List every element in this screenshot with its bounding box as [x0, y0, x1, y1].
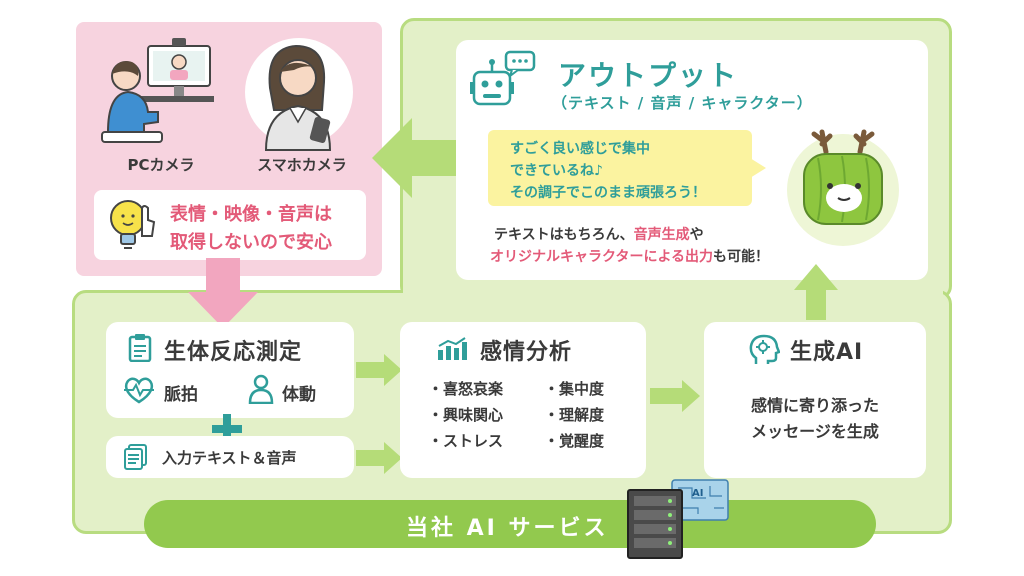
- speech-bubble-tail: [750, 158, 766, 178]
- speech-line1: すごく良い感じで集中: [510, 141, 650, 157]
- heartbeat-icon: [122, 376, 156, 404]
- ai-head-icon: [748, 334, 780, 366]
- pink-down-arrow: [186, 258, 260, 330]
- emotion-item: ・興味関心: [428, 406, 504, 424]
- genai-line2: メッセージを生成: [751, 422, 879, 441]
- text-input-label: 入力テキスト＆音声: [162, 449, 297, 467]
- document-icon: [124, 444, 148, 470]
- emotion-items-right: ・集中度 ・理解度 ・覚醒度: [544, 378, 604, 456]
- body-motion-label: 体動: [282, 385, 316, 405]
- genai-line1: 感情に寄り添った: [750, 396, 879, 415]
- output-subtitle: （テキスト / 音声 / キャラクター）: [552, 94, 813, 112]
- emotion-title: 感情分析: [480, 340, 573, 365]
- generative-ai-card: 生成AI 感情に寄り添った メッセージを生成: [704, 322, 926, 478]
- speech-bubble: すごく良い感じで集中 できているね♪ その調子でこのまま頑張ろう！: [488, 130, 752, 206]
- emotion-analysis-card: 感情分析 ・喜怒哀楽 ・興味関心 ・ストレス ・集中度 ・理解度 ・覚醒度: [400, 322, 646, 478]
- output-note-line1-b: 音声生成: [633, 227, 690, 243]
- privacy-note: 表情・映像・音声は 取得しないので安心: [94, 190, 366, 260]
- output-note-line1-a: テキストはもちろん、: [494, 227, 634, 243]
- robot-icon: [470, 50, 536, 108]
- genai-to-output-arrow: [792, 264, 840, 320]
- output-title: アウトプット: [558, 59, 739, 92]
- output-note-line1-c: や: [689, 227, 704, 243]
- smartphone-camera-label: スマホカメラ: [257, 156, 347, 174]
- output-note-line2-b: も可能！: [713, 249, 770, 265]
- genai-title: 生成AI: [790, 340, 864, 365]
- emotion-item: ・集中度: [544, 380, 605, 398]
- lightbulb-icon: [106, 196, 158, 254]
- output-note-line2: オリジナルキャラクターによる出力も可能！: [490, 246, 769, 266]
- plus-icon: [212, 414, 242, 444]
- output-note-line1: テキストはもちろん、音声生成や: [494, 224, 704, 244]
- service-label: 当社 AI サービス: [406, 516, 609, 541]
- biometric-title: 生体反応測定: [164, 340, 303, 365]
- person-icon: [248, 374, 274, 404]
- pc-camera-illustration: [98, 32, 216, 152]
- output-note-line2-a: オリジナルキャラクターによる出力: [490, 249, 714, 265]
- frame-seam: [403, 284, 943, 298]
- emotion-item: ・理解度: [544, 406, 605, 424]
- emotion-items-left: ・喜怒哀楽 ・興味関心 ・ストレス: [428, 378, 503, 456]
- bar-chart-icon: [436, 336, 468, 362]
- mascot-character: [778, 118, 908, 248]
- emotion-to-genai-arrow: [650, 380, 702, 412]
- clipboard-icon: [128, 334, 152, 362]
- biometric-to-emotion-arrow: [356, 354, 404, 386]
- output-card: アウトプット （テキスト / 音声 / キャラクター） すごく良い感じで集中 で…: [456, 40, 928, 280]
- service-bar: 当社 AI サービス: [144, 500, 876, 548]
- emotion-item: ・喜怒哀楽: [428, 380, 504, 398]
- speech-line3: その調子でこのまま頑張ろう！: [510, 185, 706, 201]
- privacy-note-line1: 表情・映像・音声は: [170, 204, 332, 225]
- biometric-card: 生体反応測定 脈拍 体動: [106, 322, 354, 418]
- pc-camera-label: PCカメラ: [127, 156, 195, 174]
- input-panel: PCカメラ スマホカメラ 表情・映像・音声は 取得しないので安心: [76, 22, 382, 276]
- server-ai-badge: AI: [692, 488, 704, 499]
- output-to-input-arrow: [372, 118, 462, 198]
- text-to-emotion-arrow: [356, 442, 404, 474]
- emotion-item: ・覚醒度: [544, 432, 605, 450]
- server-icon: AI: [626, 478, 730, 560]
- emotion-item: ・ストレス: [428, 432, 504, 450]
- pulse-label: 脈拍: [164, 385, 198, 405]
- text-input-card: 入力テキスト＆音声: [106, 436, 354, 478]
- smartphone-camera-illustration: [244, 32, 354, 152]
- speech-line2: できているね♪: [510, 163, 603, 179]
- privacy-note-line2: 取得しないので安心: [170, 232, 332, 253]
